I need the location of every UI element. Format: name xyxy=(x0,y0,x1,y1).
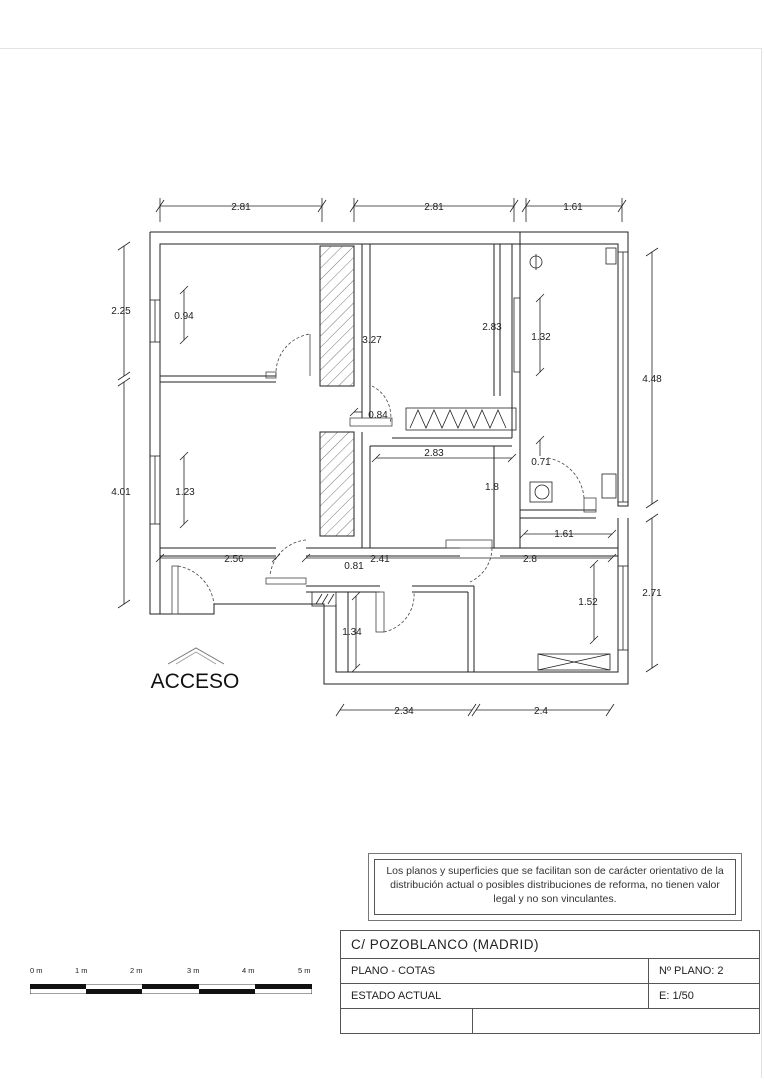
state-label: ESTADO ACTUAL xyxy=(341,984,649,1008)
interior-walls xyxy=(160,244,618,672)
dim-right-1: 4.48 xyxy=(642,374,662,385)
scale-label: E: 1/50 xyxy=(659,990,694,1002)
sheet-border xyxy=(0,48,762,1078)
dim-bottom-2: 2.4 xyxy=(534,706,548,717)
dim-inner-123: 1.23 xyxy=(175,487,195,498)
scale-label-1: 1 m xyxy=(75,966,88,975)
scale-bar-container: 0 m 1 m 2 m 3 m 4 m 5 m xyxy=(30,966,314,1006)
scale-label-0: 0 m xyxy=(30,966,43,975)
dimension-lines xyxy=(117,198,659,717)
dim-inner-071: 0.71 xyxy=(531,457,551,468)
dim-inner-28: 2.8 xyxy=(523,554,537,565)
dim-inner-256: 2.56 xyxy=(224,554,244,565)
dim-bottom-1: 2.34 xyxy=(394,706,414,717)
dim-inner-152: 1.52 xyxy=(578,597,598,608)
dim-inner-18: 1.8 xyxy=(485,482,499,493)
fixtures xyxy=(529,247,617,503)
title-row-address: C/ POZOBLANCO (MADRID) xyxy=(341,931,759,959)
dim-inner-081: 0.81 xyxy=(344,561,364,572)
dim-top-3: 1.61 xyxy=(563,202,583,213)
access-arrow-inner-icon xyxy=(175,651,217,665)
dim-inner-283a: 2.83 xyxy=(482,322,502,333)
dim-left-1: 2.25 xyxy=(111,306,131,317)
title-block: C/ POZOBLANCO (MADRID) PLANO - COTAS Nº … xyxy=(340,930,760,1034)
dim-inner-241: 2.41 xyxy=(370,554,390,565)
dim-top-1: 2.81 xyxy=(231,202,251,213)
hatched-wall-lower xyxy=(319,431,355,537)
dim-inner-084: 0.84 xyxy=(368,410,388,421)
scale-label-5: 5 m xyxy=(298,966,311,975)
empty-cell-right xyxy=(473,1009,759,1034)
dim-inner-327: 3.27 xyxy=(362,335,382,346)
access-arrow-icon xyxy=(167,647,225,665)
title-row-sheet: PLANO - COTAS Nº PLANO: 2 xyxy=(341,959,759,984)
floor-plan: 2.81 2.81 1.61 2.25 4.01 4.48 2.71 2.34 … xyxy=(111,198,662,717)
dim-left-2: 4.01 xyxy=(111,487,131,498)
dim-inner-161: 1.61 xyxy=(554,529,574,540)
dim-inner-283b: 2.83 xyxy=(424,448,444,459)
access-label: ACCESO xyxy=(151,670,240,693)
sheet-number-label: Nº PLANO: 2 xyxy=(659,965,724,977)
sheet-type-label: PLANO - COTAS xyxy=(341,959,649,983)
disclaimer-text: Los planos y superficies que se facilita… xyxy=(374,859,736,915)
dim-top-2: 2.81 xyxy=(424,202,444,213)
scale-label-4: 4 m xyxy=(242,966,255,975)
address-label: C/ POZOBLANCO (MADRID) xyxy=(351,937,540,952)
wardrobe xyxy=(405,407,517,431)
hatched-wall-upper xyxy=(319,245,355,387)
dim-inner-132: 1.32 xyxy=(531,332,551,343)
dim-inner-094: 0.94 xyxy=(174,311,194,322)
scale-bar-graphic xyxy=(30,984,312,994)
dim-inner-134: 1.34 xyxy=(342,627,362,638)
bottom-right-cabinet xyxy=(537,653,611,671)
storage-unit xyxy=(311,591,337,607)
scale-label-3: 3 m xyxy=(187,966,200,975)
dim-right-2: 2.71 xyxy=(642,588,662,599)
doors xyxy=(171,333,597,633)
title-row-state: ESTADO ACTUAL E: 1/50 xyxy=(341,984,759,1009)
empty-cell-left xyxy=(341,1009,473,1034)
title-row-empty xyxy=(341,1009,759,1034)
disclaimer-box: Los planos y superficies que se facilita… xyxy=(368,853,742,921)
scale-label-2: 2 m xyxy=(130,966,143,975)
windows xyxy=(149,251,629,651)
